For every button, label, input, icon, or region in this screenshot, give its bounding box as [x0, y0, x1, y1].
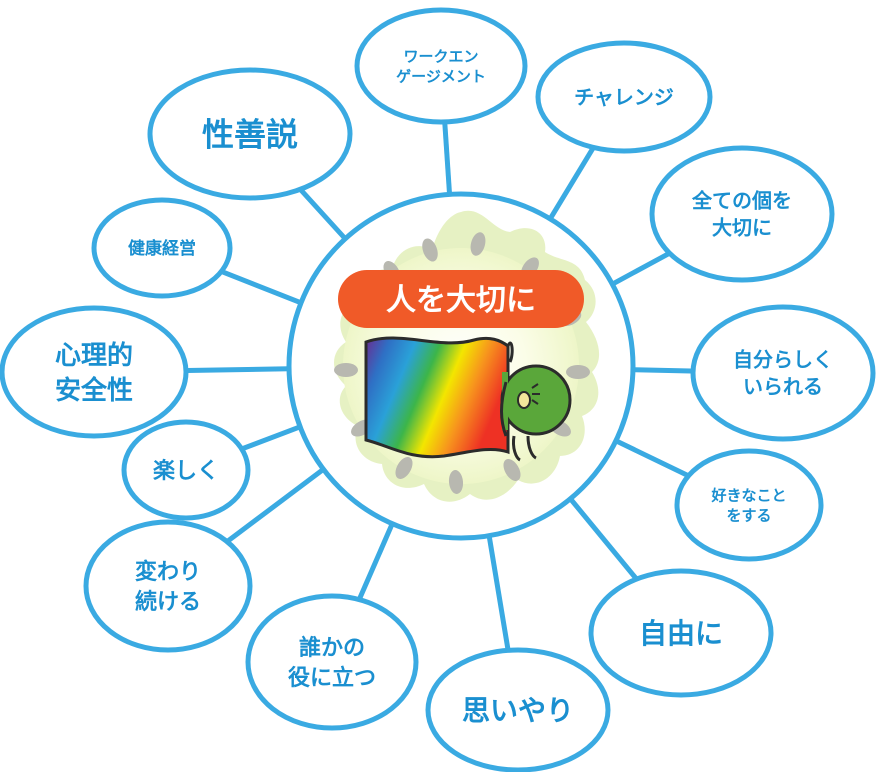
bubble-shape-consideration	[425, 647, 611, 773]
bubble-label-goodness: 性善説	[202, 116, 298, 154]
bubble-label-keep-changing: 続ける	[135, 589, 201, 615]
bubble-shape-fun	[121, 419, 251, 521]
bubble-shape-be-yourself	[690, 304, 876, 442]
bubble-label-do-what-you-like: 好きなこと	[710, 486, 786, 504]
bubble-shape-keep-changing	[83, 519, 253, 653]
concept-bubbles: ワークエンゲージメントチャレンジ全ての個を大切に自分らしくいられる好きなことをす…	[0, 7, 876, 773]
green-mascot-icon	[500, 341, 572, 462]
bubble-label-keep-changing: 変わり	[135, 559, 201, 585]
title-banner	[338, 270, 584, 328]
bubble-label-help-someone: 誰かの	[299, 635, 365, 661]
bubble-label-health-management: 健康経営	[128, 238, 196, 259]
bubble-label-fun: 楽しく	[153, 458, 219, 484]
bubble-shape-work-engagement	[354, 7, 528, 125]
bubble-shape-freely	[588, 568, 774, 698]
central-hub: 人を大切に	[286, 191, 636, 541]
bubble-challenge: チャレンジ	[535, 40, 713, 154]
bubble-goodness: 性善説	[147, 67, 353, 201]
bubble-shape-challenge	[535, 40, 713, 154]
bubble-fun: 楽しく	[121, 419, 251, 521]
bubble-shape-health-management	[91, 197, 233, 299]
bubble-label-consideration: 思いやり	[462, 694, 574, 727]
bubble-shape-value-each	[649, 145, 835, 283]
bubble-label-be-yourself: 自分らしく	[733, 348, 833, 372]
bubble-consideration: 思いやり	[425, 647, 611, 773]
bubble-shape-do-what-you-like	[674, 448, 824, 562]
bubble-label-value-each: 大切に	[712, 216, 772, 240]
bubble-label-help-someone: 役に立つ	[288, 665, 376, 691]
rainbow-flag-icon	[364, 336, 510, 459]
bubble-label-challenge: チャレンジ	[574, 85, 674, 109]
bubble-label-value-each: 全ての個を	[691, 189, 792, 213]
bubble-shape-goodness	[147, 67, 353, 201]
bubble-label-psych-safety: 心理的	[55, 340, 133, 371]
bubble-label-do-what-you-like: をする	[726, 507, 771, 525]
bubble-health-management: 健康経営	[91, 197, 233, 299]
bubble-label-psych-safety: 安全性	[55, 375, 133, 406]
bubble-label-work-engagement: ワークエン	[403, 47, 478, 65]
bubble-label-work-engagement: ゲージメント	[396, 68, 486, 86]
bubble-freely: 自由に	[588, 568, 774, 698]
bubble-shape-psych-safety	[0, 305, 189, 439]
hub-title: 人を大切に	[386, 283, 536, 318]
bubble-label-freely: 自由に	[639, 617, 723, 650]
bubble-shape-help-someone	[245, 593, 419, 731]
bubble-label-be-yourself: いられる	[743, 375, 823, 399]
